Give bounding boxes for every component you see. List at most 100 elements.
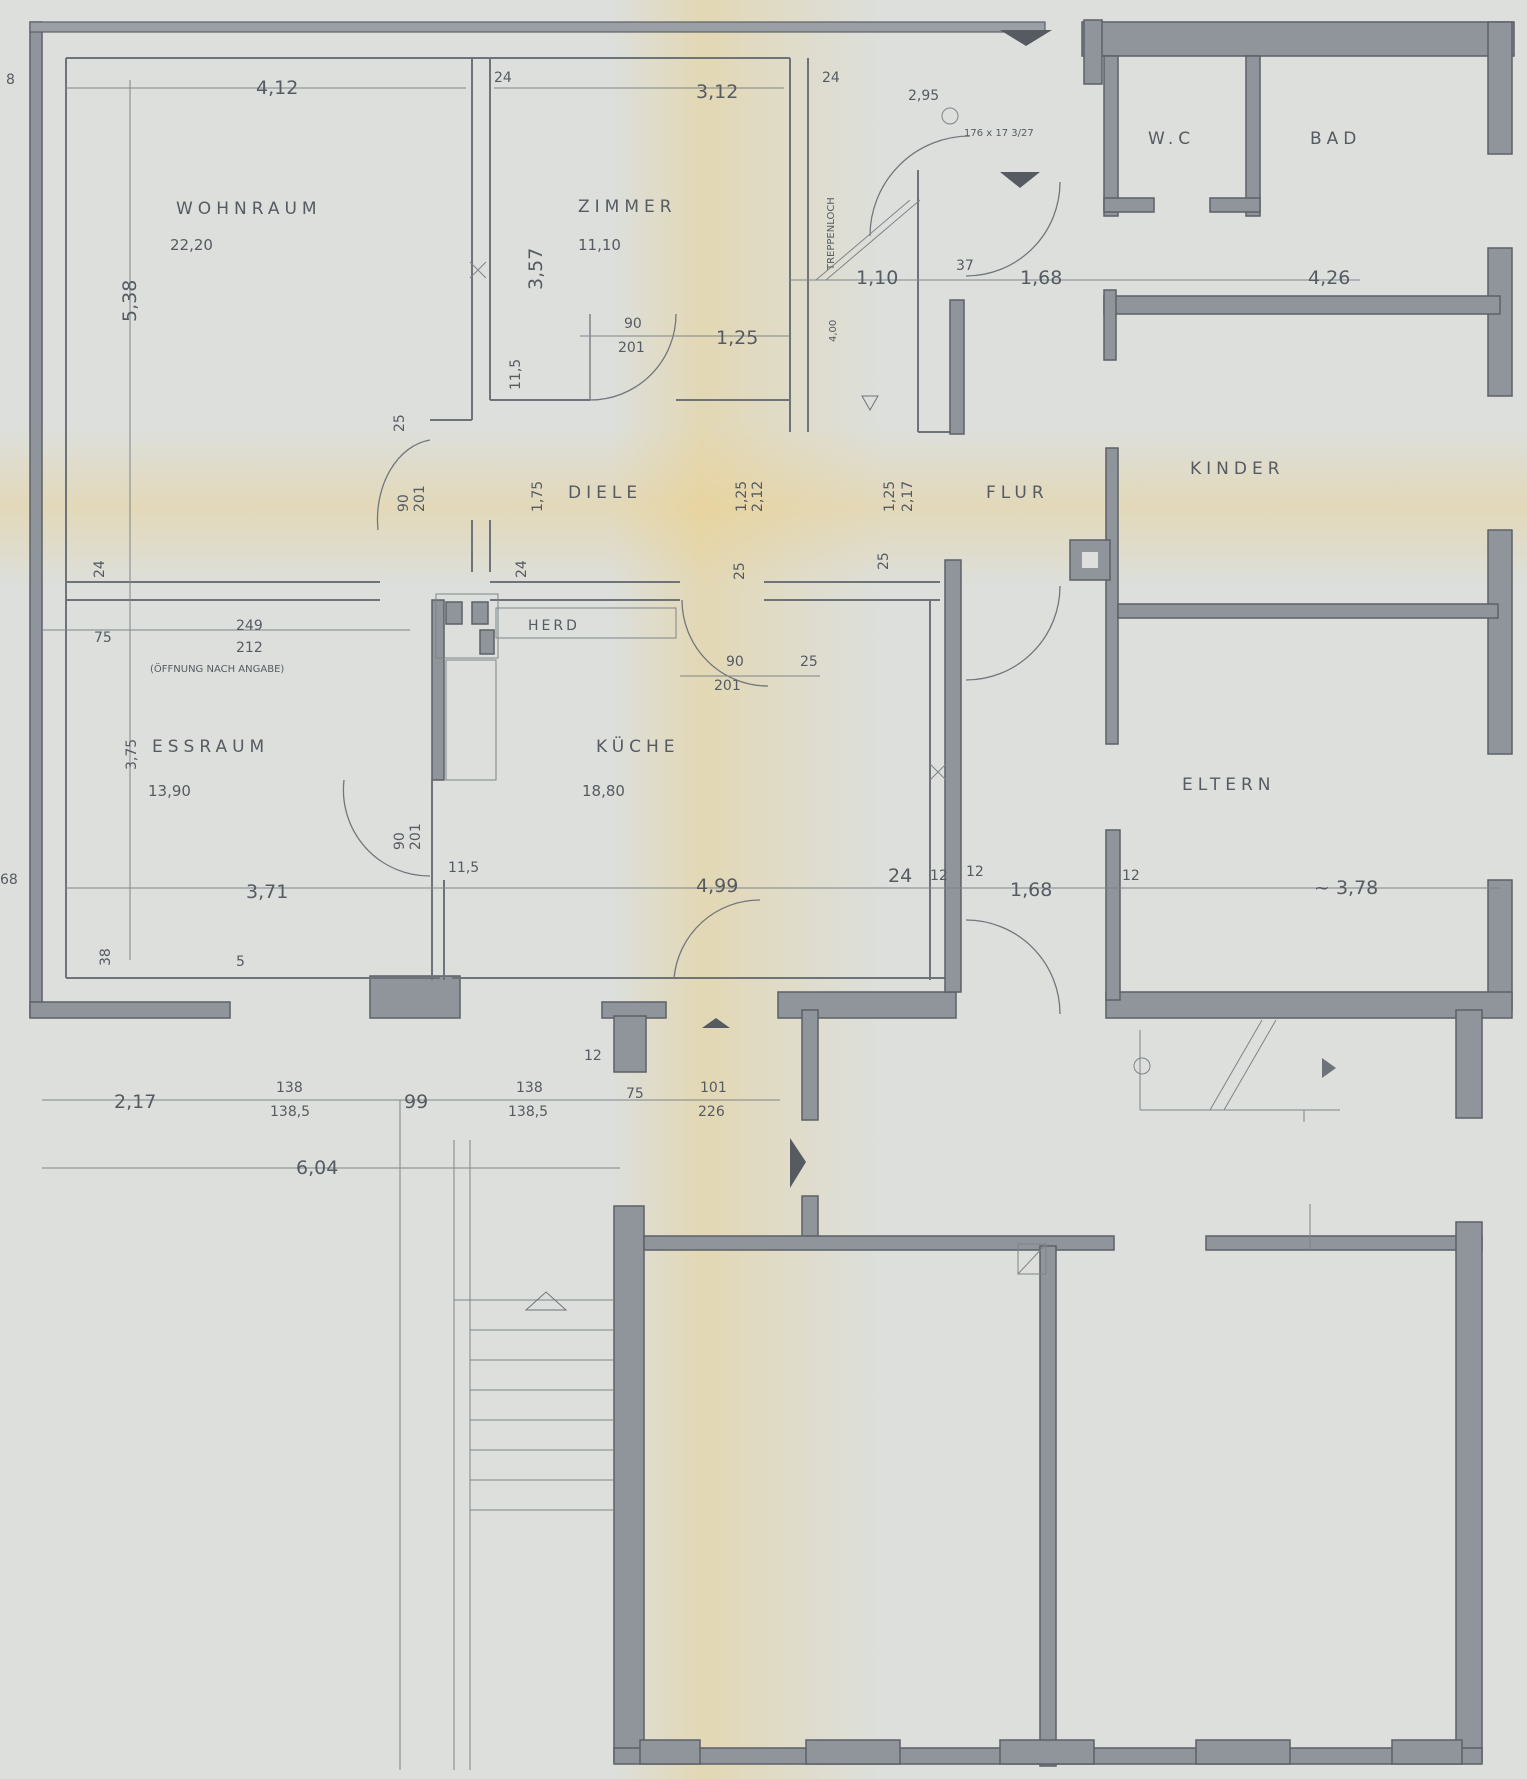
door-swings — [342, 135, 1061, 1015]
dim-label: 25 — [732, 562, 748, 580]
dim-label: 201 — [618, 340, 645, 356]
notes: HERD (ÖFFNUNG NACH ANGABE) 176 x 17 3/27… — [150, 128, 1034, 675]
stairwell-label: TREPPENLOCH — [826, 197, 837, 271]
dim-label: 249 — [236, 618, 263, 634]
wc-bad-partition — [1245, 55, 1261, 217]
dim-label: 138 — [276, 1080, 303, 1096]
eltern-west-wall — [1105, 829, 1121, 1001]
dim-label: 212 — [236, 640, 263, 656]
outer-walls — [29, 19, 1515, 1019]
dim-label: 3,57 — [525, 248, 547, 290]
dim-label: 68 — [0, 872, 18, 888]
dim-label: ~ 3,78 — [1314, 877, 1378, 899]
lower-building — [613, 1009, 1483, 1767]
dim-label: 201 — [408, 823, 424, 850]
wc-corner-wall — [1083, 19, 1103, 85]
dim-label: 8 — [6, 72, 15, 88]
room-area-essraum: 13,90 — [148, 782, 191, 800]
dim-label: 11,5 — [508, 359, 524, 390]
room-name-essraum: ESSRAUM — [152, 737, 269, 757]
dim-label: 12 — [1122, 868, 1140, 884]
dim-label: 3,12 — [696, 81, 738, 103]
bad-south-wall-a — [1209, 197, 1261, 213]
kitchen-west-wall — [431, 599, 445, 781]
dim-label: 1,10 — [856, 267, 898, 289]
bad-sw-wall — [1103, 289, 1117, 361]
room-name-bad: BAD — [1310, 129, 1361, 149]
dim-label: 226 — [698, 1104, 725, 1120]
room-area-zimmer: 11,10 — [578, 236, 621, 254]
room-name-wc: W.C — [1148, 129, 1195, 149]
dim-label: 1,68 — [1010, 879, 1052, 901]
dim-label: 90 — [396, 494, 412, 512]
dim-label: 1,68 — [1020, 267, 1062, 289]
arrow-down-icon — [1000, 172, 1040, 188]
dim-label: 37 — [956, 258, 974, 274]
lower-wall-b — [801, 1195, 819, 1241]
dim-label: 4,12 — [256, 77, 298, 99]
dim-label: 75 — [94, 630, 112, 646]
dim-label: 2,95 — [908, 88, 939, 104]
herd-label: HERD — [528, 618, 580, 634]
stair-wall — [949, 299, 965, 435]
kitchen-east-wall — [944, 559, 962, 993]
room-name-zimmer: ZIMMER — [578, 197, 677, 217]
lower-wall-a — [801, 1009, 819, 1121]
dimension-lines — [42, 80, 1500, 1770]
chimney-herd — [435, 593, 677, 781]
room-name-wohnraum: WOHNRAUM — [176, 199, 322, 219]
dim-label: 90 — [726, 654, 744, 670]
dim-label: 2,17 — [114, 1091, 156, 1113]
dim-label: 24 — [888, 865, 912, 887]
lower-pillar — [613, 1015, 647, 1073]
dimension-labels: 4,12 3,12 24 24 2,95 5,38 3,57 11,5 90 2… — [0, 70, 1378, 1179]
inner-outline — [65, 57, 952, 979]
dim-label: 2,17 — [900, 481, 916, 512]
interior-walls — [66, 55, 1501, 1001]
room-labels: WOHNRAUM 22,20 ZIMMER 11,10 W.C BAD DIEL… — [148, 129, 1361, 800]
arrow-up-icon — [702, 1018, 730, 1028]
dim-label: 1,25 — [734, 481, 750, 512]
dim-label: 4,99 — [696, 875, 738, 897]
south-outer-wall-5 — [1105, 991, 1513, 1019]
wc-south-wall-a — [1103, 197, 1155, 213]
outside-stair — [453, 1140, 614, 1770]
dim-label: 138 — [516, 1080, 543, 1096]
dim-label: 4,26 — [1308, 267, 1350, 289]
dim-label: 12 — [584, 1048, 602, 1064]
wc-bath-east-wall — [1103, 55, 1119, 217]
dim-label: 5,38 — [119, 280, 141, 322]
north-outer-wall — [29, 21, 1046, 33]
dim-label: 6,04 — [296, 1157, 338, 1179]
lower-north-wall-b — [1205, 1235, 1483, 1251]
dim-label: 201 — [412, 485, 428, 512]
dim-label: 101 — [700, 1080, 727, 1096]
dim-label: 24 — [494, 70, 512, 86]
lower-east-wall-b — [1455, 1221, 1483, 1763]
dim-label: 38 — [98, 948, 114, 966]
east-outer-wall-2 — [1487, 247, 1513, 397]
arrow-right-icon — [790, 1138, 806, 1188]
room-area-kueche: 18,80 — [582, 782, 625, 800]
room-area-wohnraum: 22,20 — [170, 236, 213, 254]
west-outer-wall — [29, 21, 43, 1018]
entrance-arrow-icon — [1000, 30, 1052, 46]
dim-label: 25 — [876, 552, 892, 570]
dim-label: 90 — [392, 832, 408, 850]
east-outer-wall-top — [1487, 21, 1513, 155]
dim-label: 12 — [930, 868, 948, 884]
dim-label: 75 — [626, 1086, 644, 1102]
dim-label: 24 — [92, 560, 108, 578]
east-outer-wall-4 — [1487, 879, 1513, 1011]
dim-label: 5 — [236, 954, 245, 970]
south-outer-wall-1 — [29, 1001, 231, 1019]
bad-south-wall — [1103, 295, 1501, 315]
room-name-kueche: KÜCHE — [596, 735, 680, 757]
south-outer-wall-2 — [369, 975, 461, 1019]
door-size-label: 4,00 — [828, 320, 839, 342]
opening-note: (ÖFFNUNG NACH ANGABE) — [150, 662, 284, 675]
lower-partition — [1039, 1245, 1057, 1767]
dim-label: 99 — [404, 1091, 428, 1113]
